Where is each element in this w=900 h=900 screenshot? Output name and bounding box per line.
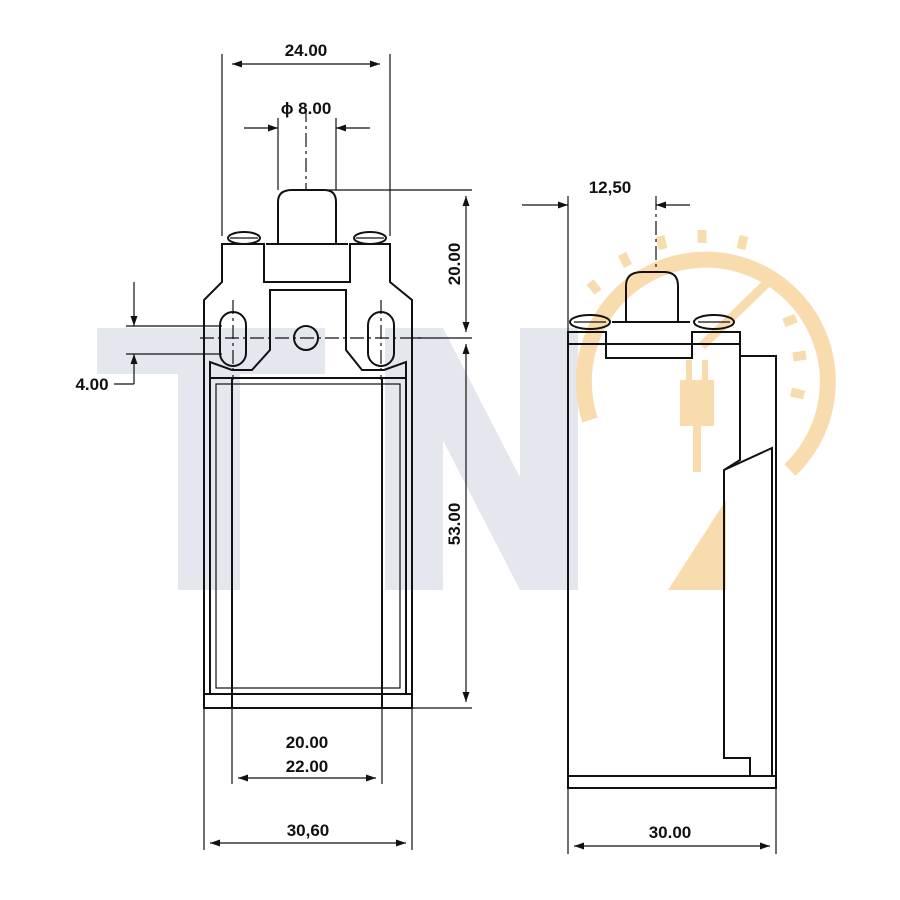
front-plunger [277, 189, 337, 244]
side-plunger [625, 271, 679, 322]
dim-mount-spacing-inner: 20.00 [286, 733, 329, 752]
side-right-screw-head [693, 314, 735, 330]
dimension-lines [114, 54, 777, 854]
plug-gauge-icon [575, 230, 836, 590]
dim-mount-spacing-outer: 22.00 [286, 757, 329, 776]
front-left-screw-head [227, 231, 261, 245]
front-housing-outline [203, 243, 413, 709]
front-cover-panel [209, 377, 407, 695]
front-view [200, 108, 425, 709]
dim-front-total-width: 30,60 [287, 821, 330, 840]
side-cover-step [723, 356, 751, 776]
front-right-screw-head [353, 231, 387, 245]
dimension-labels: 24.00 ϕ 8.00 20.00 53.00 4.00 20.00 22.0… [75, 41, 691, 842]
dim-slot-offset: 4.00 [75, 375, 108, 394]
dim-front-top-width: 24.00 [285, 41, 328, 60]
side-housing-outline [567, 331, 777, 789]
dim-side-total-width: 30.00 [649, 823, 692, 842]
dim-body-height: 53.00 [445, 503, 464, 546]
dim-side-plunger-offset: 12,50 [589, 178, 632, 197]
dim-plunger-diameter: ϕ 8.00 [281, 99, 332, 118]
dim-plunger-height: 20.00 [445, 243, 464, 286]
side-view [567, 196, 777, 789]
watermark-letters [97, 328, 578, 590]
side-left-screw-head [569, 314, 611, 330]
